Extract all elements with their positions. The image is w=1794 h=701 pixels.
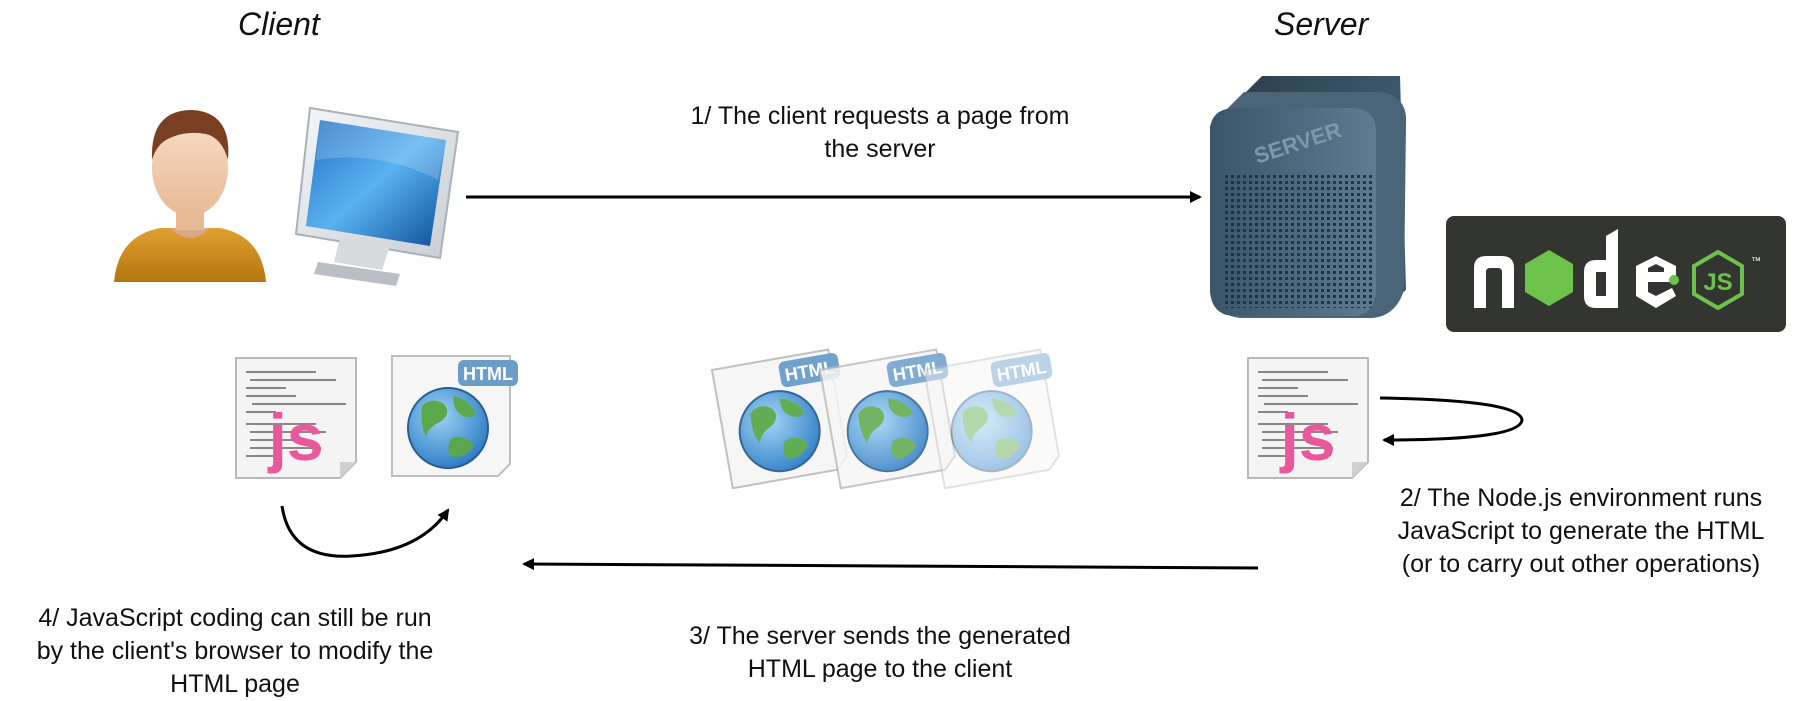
step-1-line-2: the server: [824, 135, 936, 163]
client-js-label: js: [266, 400, 323, 474]
client-modify-arrow: [280, 505, 450, 558]
client-html-file-icon: HTML: [391, 355, 518, 477]
step-4-line-1: 4/ JavaScript coding can still be run: [38, 604, 432, 632]
monitor-icon: [294, 106, 460, 286]
step-2-line-2: JavaScript to generate the HTML: [1397, 517, 1765, 545]
step-4-line-2: by the client's browser to modify the: [36, 637, 434, 665]
server-js-label: js: [1278, 400, 1335, 474]
step-3-text: 3/ The server sends the generated HTML p…: [640, 620, 1120, 686]
server-js-file-icon: js: [1247, 357, 1369, 479]
client-html-badge: HTML: [463, 364, 513, 384]
svg-text:™: ™: [1751, 256, 1761, 267]
step-3-line-1: 3/ The server sends the generated: [689, 622, 1071, 650]
user-icon: [114, 110, 266, 282]
step-1-text: 1/ The client requests a page from the s…: [640, 100, 1120, 166]
svg-text:JS: JS: [1703, 269, 1732, 296]
step-4-line-3: HTML page: [170, 670, 300, 698]
client-js-file-icon: js: [235, 357, 357, 479]
server-icon: SERVER: [1210, 76, 1407, 318]
step-2-line-3: (or to carry out other operations): [1401, 550, 1761, 578]
step-2-line-1: 2/ The Node.js environment runs: [1399, 484, 1763, 512]
server-loop-arrow: [1379, 396, 1524, 446]
response-arrow: [522, 558, 1259, 571]
step-3-line-2: HTML page to the client: [747, 655, 1013, 683]
step-2-text: 2/ The Node.js environment runs JavaScri…: [1370, 482, 1792, 581]
nodejs-logo: JS ™: [1446, 216, 1786, 332]
client-heading: Client: [238, 6, 320, 42]
step-4-text: 4/ JavaScript coding can still be run by…: [0, 602, 470, 701]
html-file-icon-3: HTML: [923, 348, 1063, 490]
server-heading: Server: [1274, 6, 1369, 42]
step-1-line-1: 1/ The client requests a page from: [690, 102, 1070, 130]
